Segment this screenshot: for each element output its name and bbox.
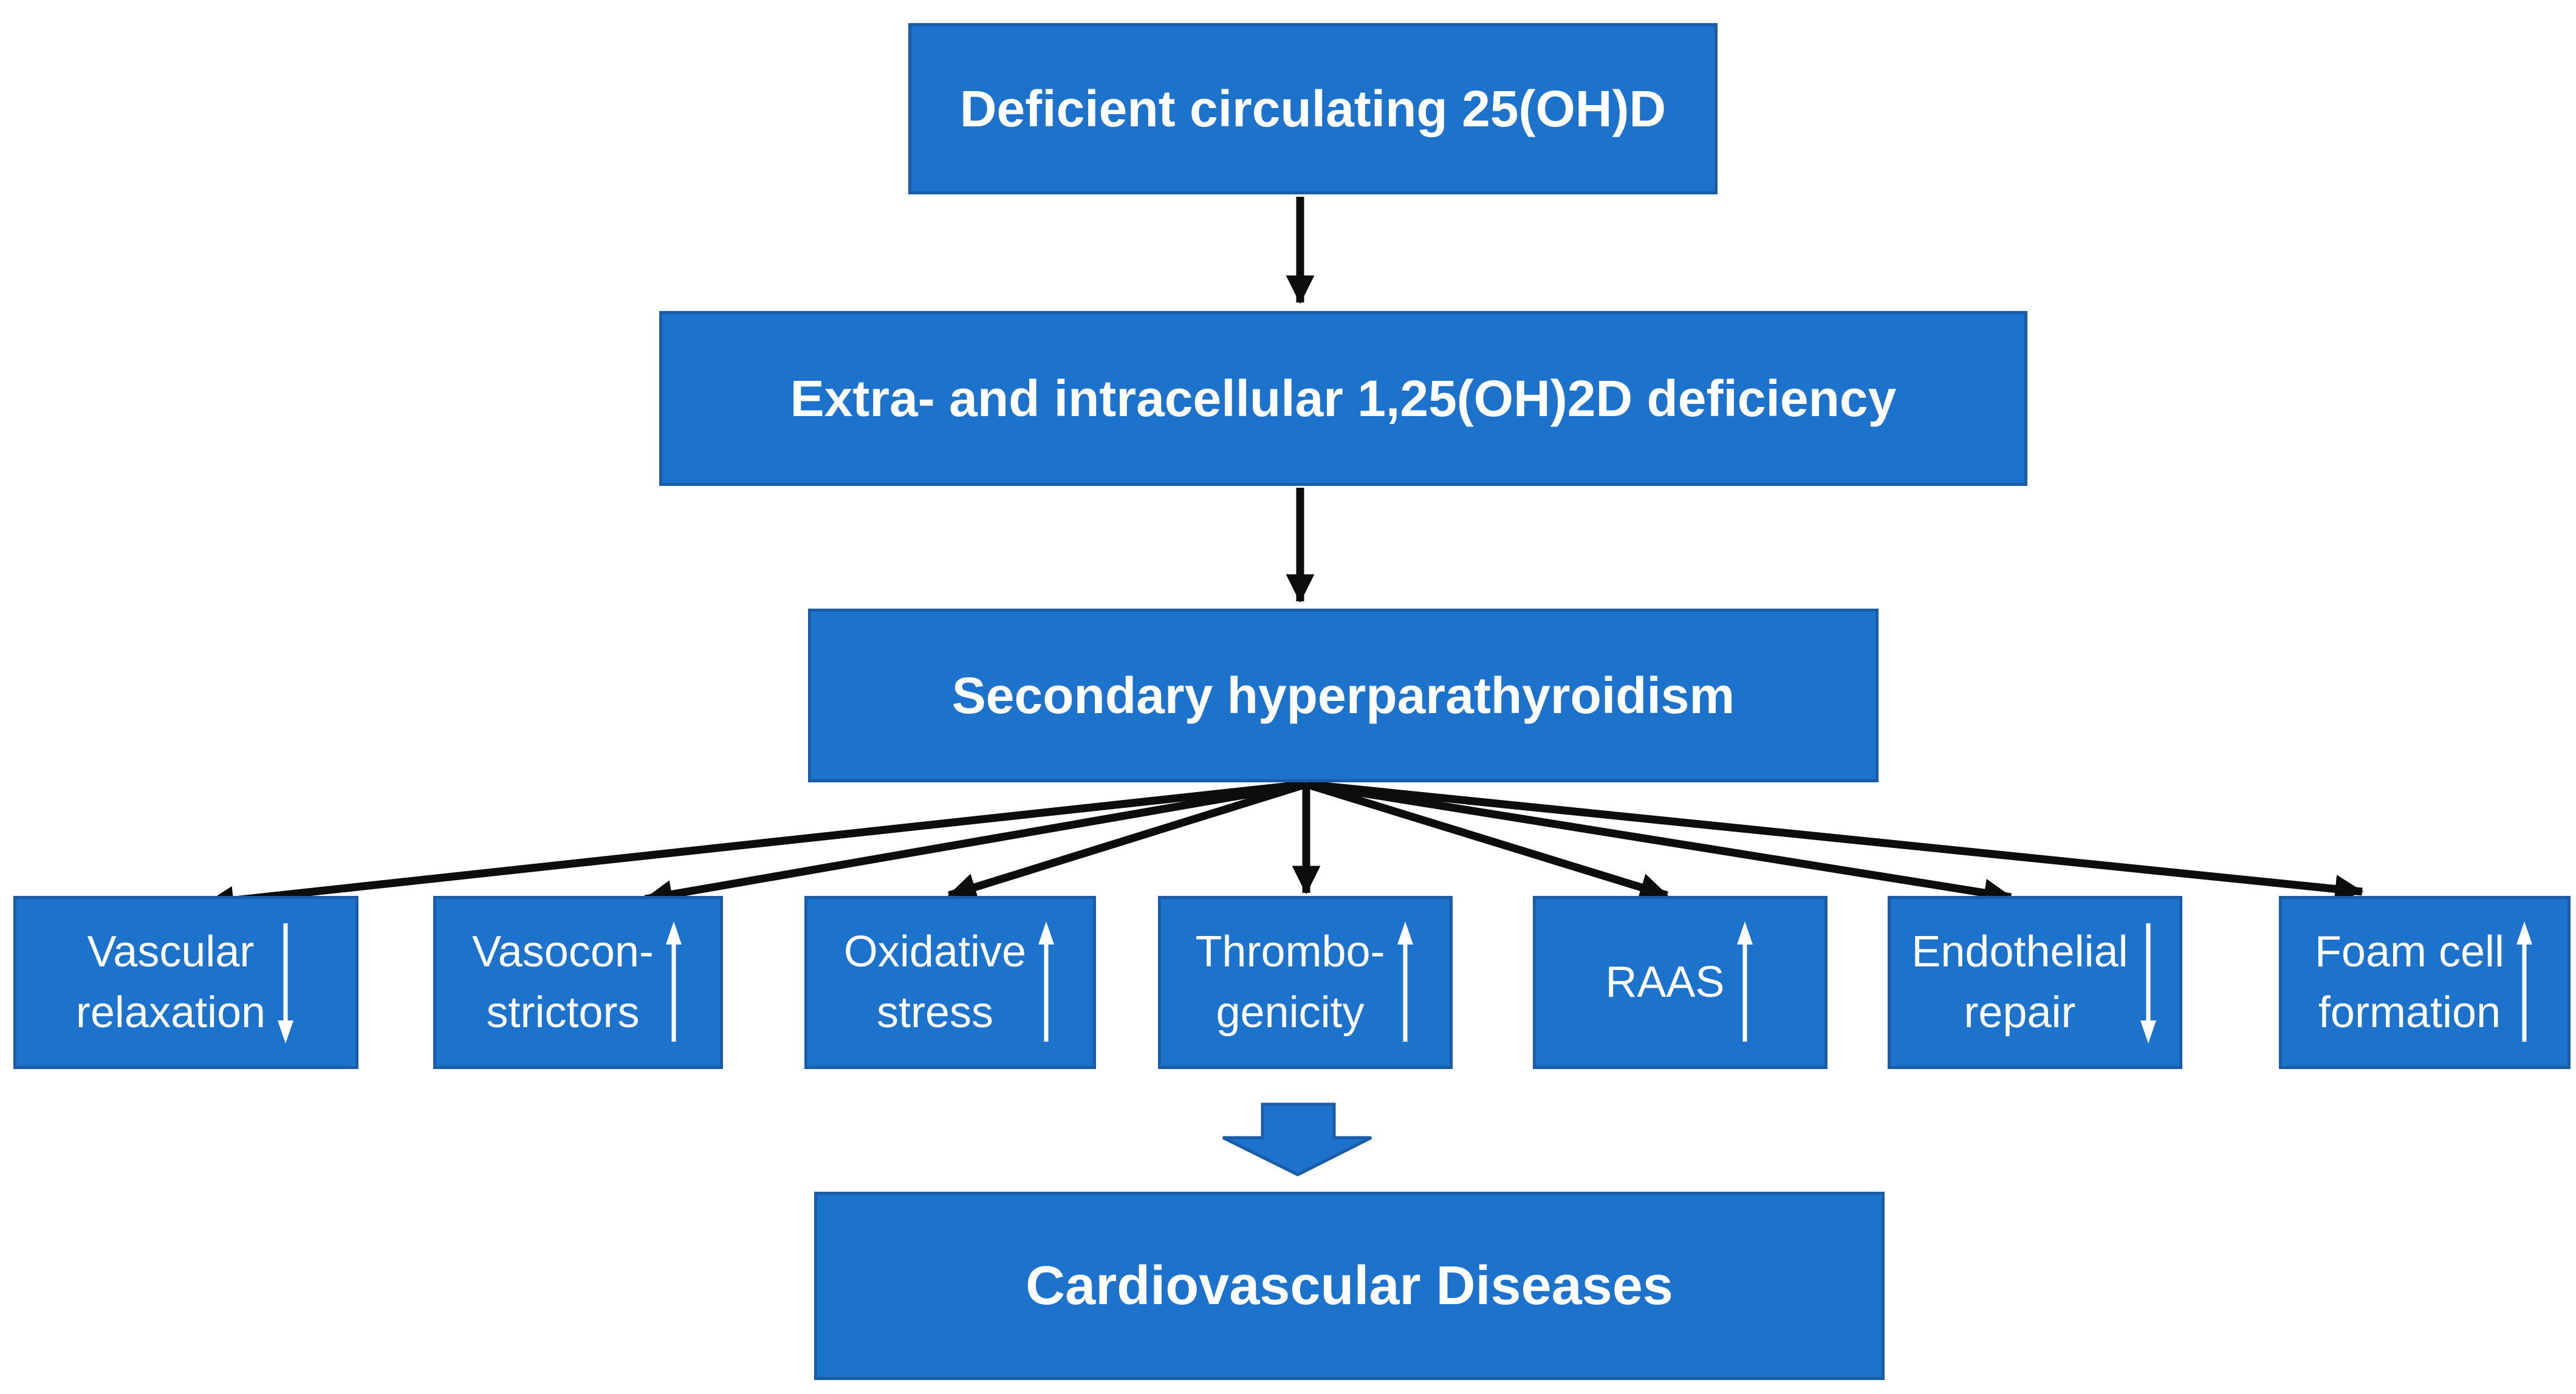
node-secondary-hyperparathyroidism: Secondary hyperparathyroidism bbox=[808, 609, 1879, 782]
node-oxidative-stress-label: Oxidative stress bbox=[844, 922, 1026, 1043]
node-thrombogenicity-label: Thrombo- genicity bbox=[1195, 922, 1385, 1043]
effect-line: repair bbox=[1964, 988, 2076, 1037]
effect-line: formation bbox=[2318, 988, 2501, 1037]
trend-arrow-icon bbox=[2514, 920, 2535, 1045]
effect-line: stress bbox=[876, 988, 993, 1037]
node-raas-label: RAAS bbox=[1605, 952, 1724, 1013]
node-cardiovascular-diseases: Cardiovascular Diseases bbox=[814, 1192, 1885, 1380]
node-deficient-25ohd: Deficient circulating 25(OH)D bbox=[908, 23, 1718, 194]
effect-line: Oxidative bbox=[843, 928, 1027, 977]
effect-line: Vasocon- bbox=[472, 928, 654, 977]
effect-line: relaxation bbox=[75, 988, 266, 1037]
effect-line: Foam cell bbox=[2314, 928, 2505, 977]
node-raas: RAAS bbox=[1533, 896, 1828, 1069]
node-oxidative-stress: Oxidative stress bbox=[804, 896, 1096, 1069]
trend-arrow-icon bbox=[2138, 920, 2159, 1045]
effect-line: Thrombo- bbox=[1195, 928, 1385, 977]
node-vascular-relaxation-label: Vascular relaxation bbox=[76, 922, 265, 1043]
trend-arrow-icon bbox=[1735, 920, 1755, 1045]
fan-arrow-vasoconstrictors bbox=[643, 780, 1307, 909]
node-vasoconstrictors: Vasocon- strictors bbox=[433, 896, 723, 1069]
trend-arrow-icon bbox=[1395, 920, 1416, 1045]
node-deficient-25ohd-label: Deficient circulating 25(OH)D bbox=[959, 80, 1667, 137]
node-cardiovascular-diseases-label: Cardiovascular Diseases bbox=[1026, 1255, 1673, 1316]
block-down-arrow-icon bbox=[1222, 1102, 1372, 1177]
node-foam-cell-formation: Foam cell formation bbox=[2279, 896, 2571, 1069]
node-vasoconstrictors-label: Vasocon- strictors bbox=[472, 922, 654, 1043]
fan-arrow-vascular-relaxation bbox=[205, 780, 1307, 915]
effect-line: Endothelial bbox=[1911, 928, 2128, 977]
fan-arrow-raas bbox=[1305, 780, 1669, 901]
node-foam-cell-formation-label: Foam cell formation bbox=[2315, 922, 2504, 1043]
trend-arrow-icon bbox=[663, 920, 684, 1045]
effect-line: Vascular bbox=[87, 928, 255, 977]
fan-arrows bbox=[205, 780, 2364, 915]
trend-arrow-icon bbox=[275, 920, 296, 1045]
effect-line: RAAS bbox=[1605, 957, 1725, 1006]
effect-line: strictors bbox=[486, 988, 640, 1037]
trend-arrow-icon bbox=[1036, 920, 1057, 1045]
node-125oh2d-deficiency: Extra- and intracellular 1,25(OH)2D defi… bbox=[659, 311, 2027, 486]
node-endothelial-repair-label: Endothelial repair bbox=[1911, 922, 2128, 1043]
node-thrombogenicity: Thrombo- genicity bbox=[1158, 896, 1453, 1069]
node-vascular-relaxation: Vascular relaxation bbox=[13, 896, 358, 1069]
fan-arrow-oxidative-stress bbox=[947, 780, 1307, 901]
effect-line: genicity bbox=[1216, 988, 1365, 1037]
node-secondary-hyperparathyroidism-label: Secondary hyperparathyroidism bbox=[951, 666, 1735, 724]
node-125oh2d-deficiency-label: Extra- and intracellular 1,25(OH)2D defi… bbox=[790, 369, 1897, 427]
fan-arrow-endothelial-repair bbox=[1305, 780, 2013, 907]
fan-arrow-foam-cell bbox=[1306, 780, 2364, 903]
node-endothelial-repair: Endothelial repair bbox=[1888, 896, 2182, 1069]
